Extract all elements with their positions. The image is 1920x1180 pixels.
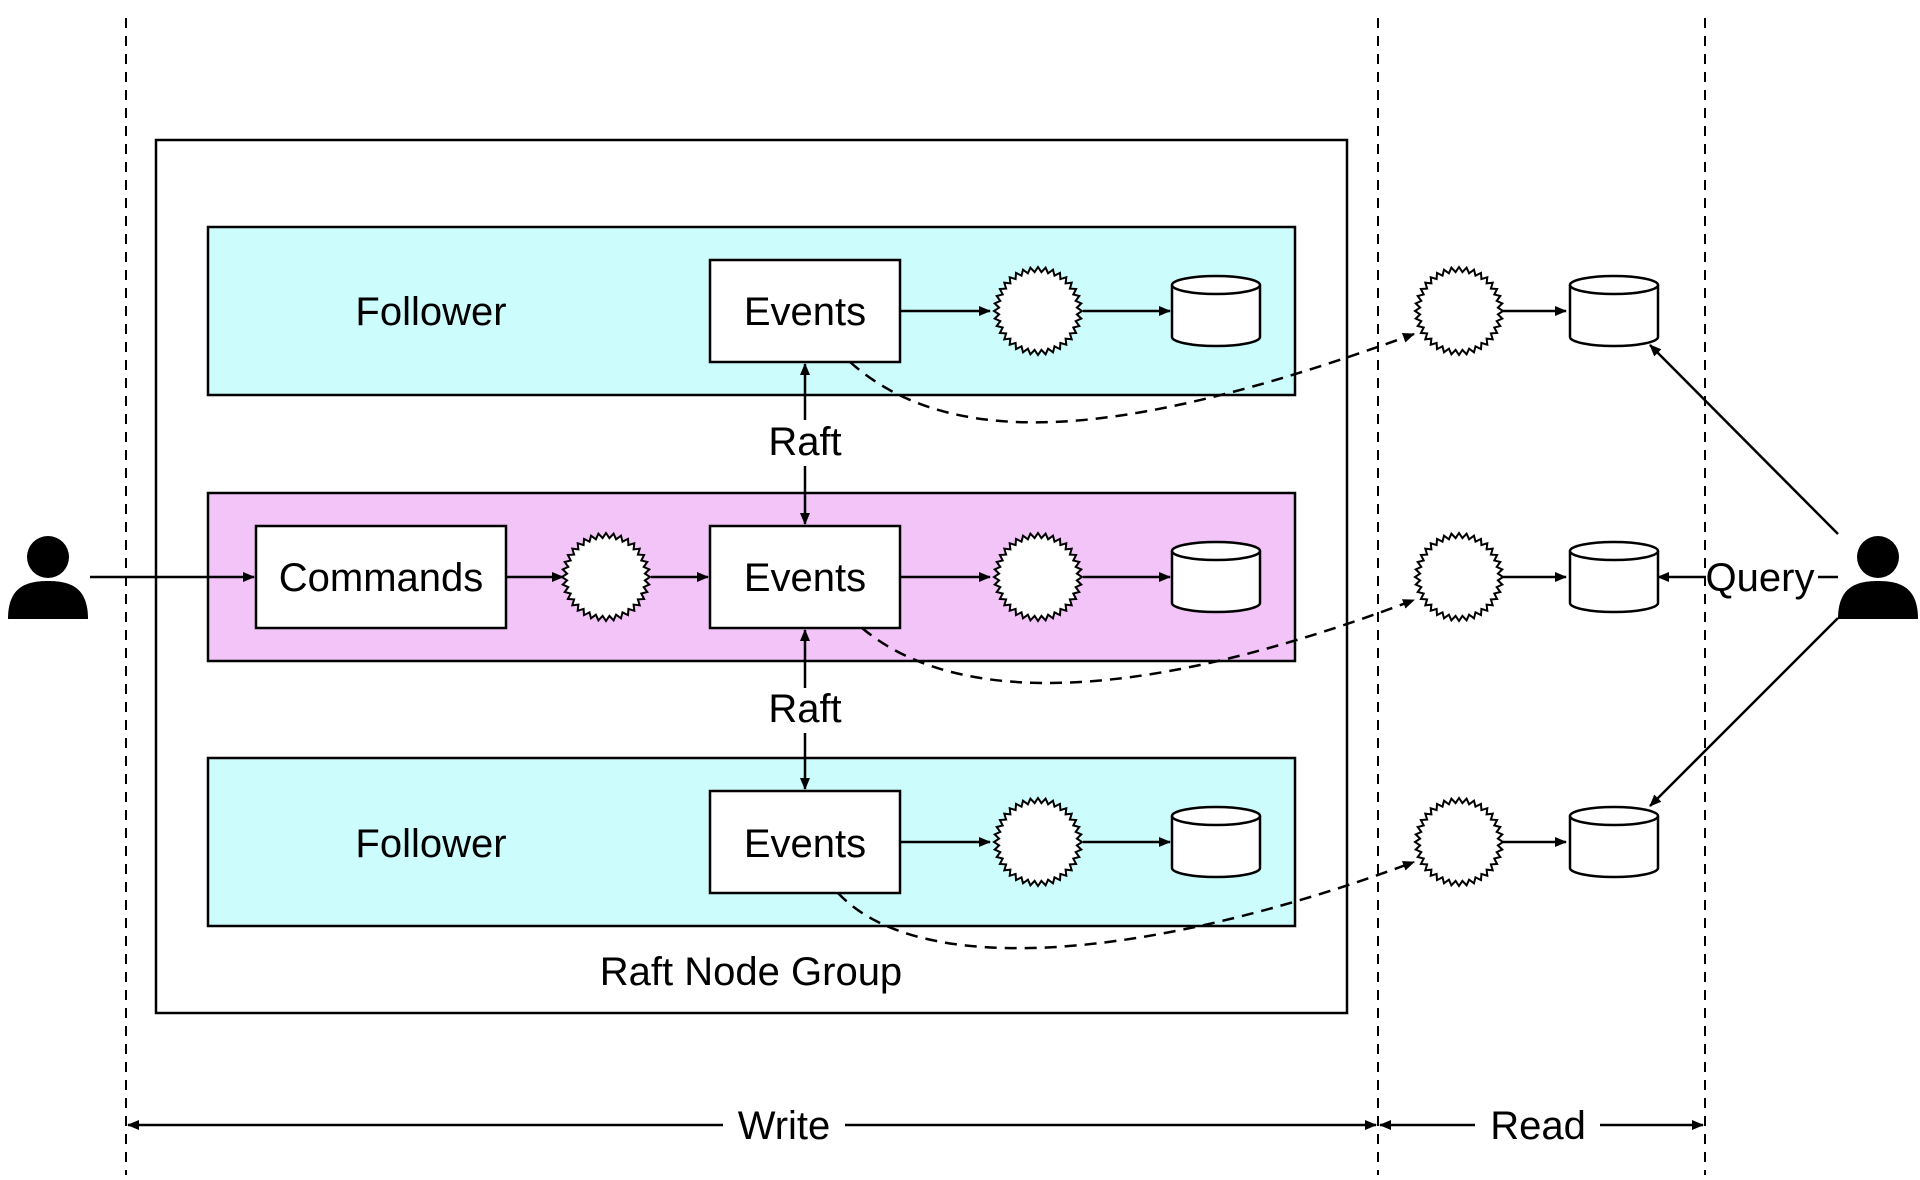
processor-icon-top (992, 265, 1084, 357)
events-box-leader (708, 524, 902, 630)
follower-label-top: Follower (355, 290, 506, 334)
events-label-top: Events (744, 290, 866, 334)
read-database-icon-mid (1568, 540, 1660, 614)
read-processor-icon-top (1413, 265, 1505, 357)
read-label: Read (1490, 1104, 1586, 1148)
read-processor-icon-mid (1413, 531, 1505, 623)
processor-icon-bottom (992, 796, 1084, 888)
commands-label: Commands (279, 556, 484, 600)
user-icon-reader (1838, 536, 1918, 619)
follower-label-bottom: Follower (355, 822, 506, 866)
raft-node-group-label: Raft Node Group (600, 950, 902, 994)
read-database-icon-bottom (1568, 805, 1660, 879)
raft-label-top: Raft (768, 420, 841, 464)
projection-curve-bottom (837, 860, 1415, 950)
read-processor-icon-bottom (1413, 796, 1505, 888)
processor-icon-leader (992, 531, 1084, 623)
database-icon-top (1170, 274, 1262, 348)
projection-curve-top (849, 332, 1415, 424)
projection-curve-mid (861, 598, 1415, 685)
database-icon-bottom (1170, 805, 1262, 879)
database-icon-leader (1170, 540, 1262, 614)
icon-layer (8, 265, 1918, 888)
query-arrow-top (1649, 344, 1839, 535)
processor-icon-commands (560, 531, 652, 623)
raft-label-bottom: Raft (768, 687, 841, 731)
events-label-bottom: Events (744, 822, 866, 866)
query-arrow-bottom (1649, 617, 1839, 807)
query-label: Query (1706, 556, 1815, 600)
write-label: Write (738, 1104, 831, 1148)
read-database-icon-top (1568, 274, 1660, 348)
user-icon-writer (8, 536, 88, 619)
events-label-leader: Events (744, 556, 866, 600)
events-box-top (708, 258, 902, 364)
